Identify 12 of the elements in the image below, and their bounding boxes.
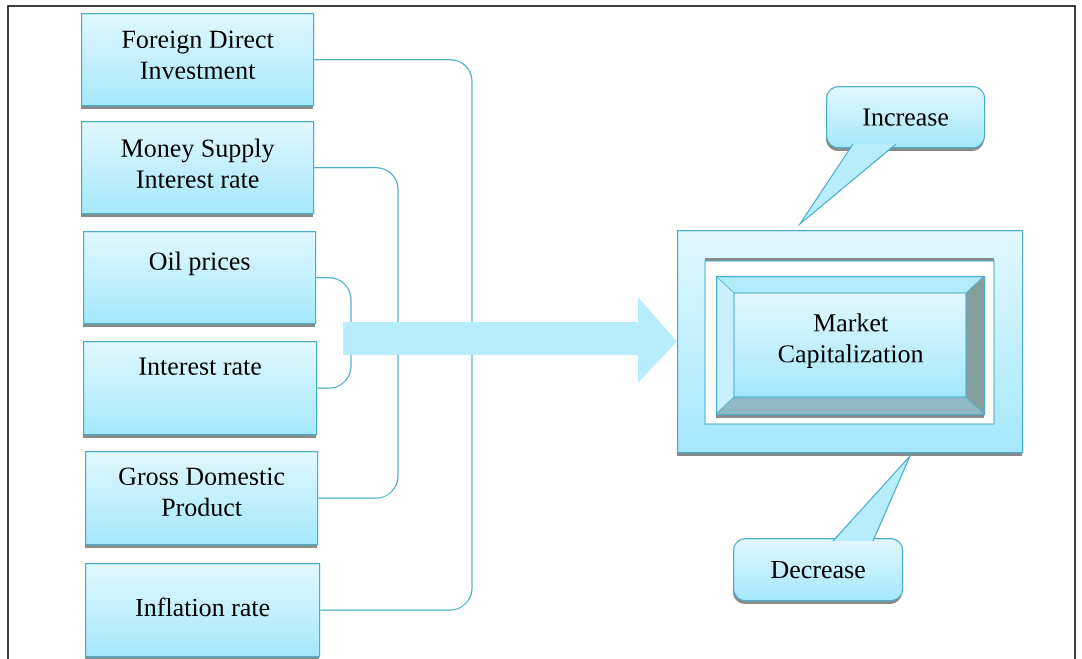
factor-box: Interest rate [83, 341, 318, 438]
bevel-box: Market Capitalization [715, 275, 986, 418]
speech-bubble: Increase [797, 86, 986, 228]
factor-box: Oil prices [83, 231, 317, 327]
bracket-connector [313, 59, 473, 611]
factor-box: Foreign Direct Investment [81, 13, 315, 109]
factor-box: Money Supply Interest rate [81, 121, 315, 217]
speech-bubble: Decrease [733, 452, 912, 604]
factor-box: Inflation rate [85, 563, 321, 659]
bracket-connector [313, 167, 399, 499]
block-arrow [343, 297, 677, 383]
factor-box: Gross Domestic Product [85, 451, 319, 548]
